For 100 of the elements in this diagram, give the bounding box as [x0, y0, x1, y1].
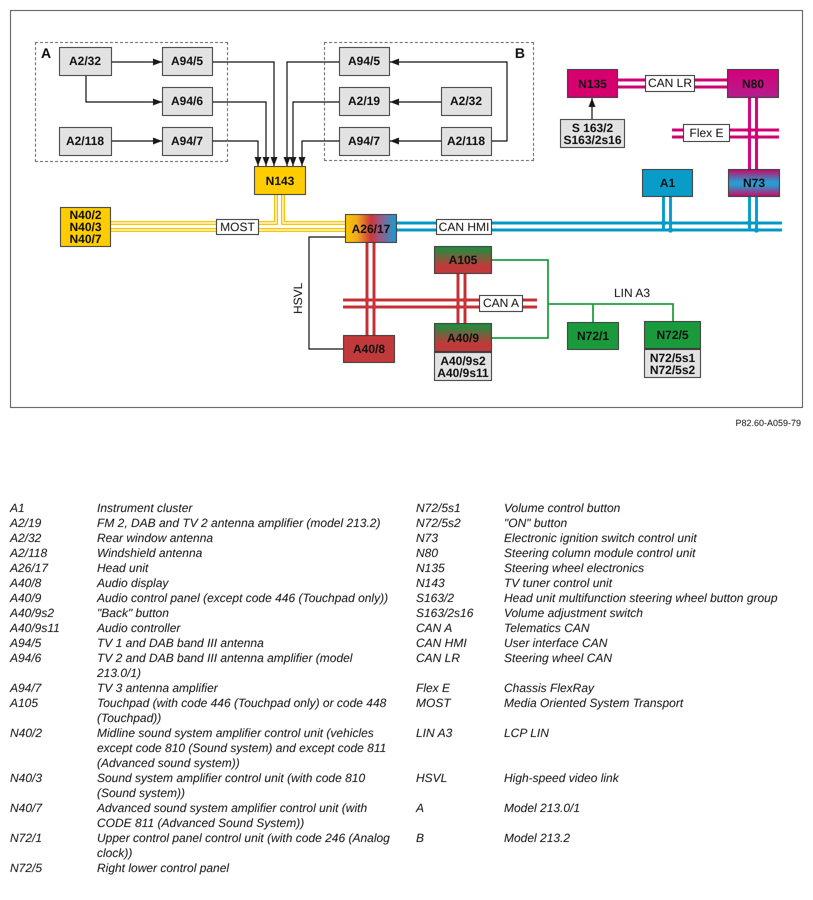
- designation-text: A105: [10, 696, 40, 712]
- component-box: [162, 46, 212, 76]
- component-code: A40/9: [446, 332, 480, 344]
- component-box: [60, 207, 111, 247]
- designation-text: N72/1: [10, 831, 97, 861]
- description-text: Telematics CAN: [504, 621, 591, 636]
- component-box: [58, 46, 112, 76]
- bus-line: [281, 195, 345, 225]
- component-box: [162, 126, 212, 156]
- bus-label: LIN A3: [612, 287, 652, 301]
- arrow: [390, 58, 508, 142]
- component-code: A94/7: [348, 135, 380, 147]
- designation-text: A94/5: [10, 636, 42, 651]
- bus-line: [397, 222, 782, 232]
- component-code: N72/1: [576, 330, 610, 342]
- component-box: [343, 335, 395, 363]
- designation-text: N40/3: [10, 771, 97, 801]
- component-box: [644, 321, 701, 349]
- connector-line: [548, 303, 593, 305]
- designation-text: CAN A: [416, 621, 454, 636]
- group-frame: [324, 42, 534, 161]
- bus-line: [748, 197, 758, 229]
- component-code: A105: [448, 254, 478, 266]
- component-code: A2/19: [348, 95, 380, 107]
- description-text: Model 213.2: [504, 831, 572, 847]
- component-code: A94/5: [170, 55, 204, 67]
- description-text: Head unit: [97, 561, 416, 576]
- description-text: Model 213.0/1: [504, 801, 582, 817]
- description-text: TV 2 and DAB band III antenna amplifier (model 213.0/1): [97, 651, 354, 681]
- designation-text: A2/19: [10, 516, 97, 531]
- component-box: [162, 86, 212, 116]
- designation-text: CAN LR: [416, 651, 504, 681]
- component-code: A94/5: [348, 55, 380, 67]
- designation-text: N72/5s1: [416, 501, 462, 516]
- description-text: Volume control button: [504, 501, 622, 516]
- component-code: A1: [660, 177, 676, 189]
- bus-label: CAN A: [479, 295, 523, 312]
- description-text: Upper control panel control unit (with code 246 (Analog clock)): [97, 831, 416, 861]
- designation-text: A26/17: [10, 561, 97, 576]
- designation-text: N72/5: [10, 861, 97, 876]
- designation-text: HSVL: [416, 771, 504, 801]
- designation-text: A40/9s11: [10, 621, 97, 636]
- group-letter: A: [41, 46, 52, 60]
- component-code: A40/9s2: [440, 354, 486, 366]
- description-text: "ON" button: [504, 516, 568, 531]
- description-text: Right lower control panel: [97, 861, 230, 876]
- designation-text: Flex E: [416, 681, 452, 696]
- designation-text: MOST: [416, 696, 504, 726]
- component-box: [567, 69, 618, 98]
- description-text: FM 2, DAB and TV 2 antenna amplifier (model 213.2): [97, 516, 416, 531]
- description-text: TV 3 antenna amplifier: [97, 681, 416, 696]
- description-text: Windshield antenna: [97, 546, 416, 561]
- component-box: [728, 169, 780, 197]
- arrow: [290, 101, 339, 166]
- component-code: A40/8: [352, 343, 386, 355]
- component-code: A40/9s11: [437, 366, 489, 378]
- component-box: [58, 126, 112, 156]
- designation-text: A40/9s2: [10, 606, 56, 621]
- description-text: Touchpad (with code 446 (Touchpad only) or code 448 (Touchpad)): [97, 696, 416, 726]
- designation-text: A: [416, 801, 504, 831]
- description-text: TV tuner control unit: [504, 576, 614, 591]
- component-box: [254, 166, 306, 195]
- designation-text: A94/7: [10, 681, 43, 696]
- group-letter: B: [514, 46, 525, 60]
- arrow: [390, 138, 441, 144]
- description-text: Audio controller: [97, 621, 182, 636]
- description-text: Volume adjustment switch: [504, 606, 644, 621]
- bus-label: HSVL: [292, 281, 306, 316]
- component-code: N40/2: [69, 209, 102, 221]
- component-code: N73: [742, 177, 765, 189]
- description-text: Chassis FlexRay: [504, 681, 596, 696]
- designation-text: N40/7: [10, 801, 97, 831]
- connector-line: [592, 304, 594, 322]
- designation-text: A40/8: [10, 576, 97, 591]
- description-text: Audio control panel (except code 446 (Touchpad only)): [97, 591, 416, 606]
- component-code: N143: [266, 174, 294, 186]
- designation-text: A2/118: [10, 546, 48, 561]
- component-code: N72/5: [656, 329, 689, 341]
- component-code: A94/6: [170, 95, 204, 107]
- designation-text: N72/5s2: [416, 516, 462, 531]
- designation-text: S163/2s16: [416, 606, 474, 621]
- component-box: [434, 352, 492, 381]
- description-text: Midline sound system amplifier control unit (vehicles except code 810 (Sound system) and except code 811 (Advanced sound system)): [97, 726, 416, 771]
- bus-label: Flex E: [683, 124, 730, 142]
- component-code: N40/7: [69, 233, 102, 245]
- arrow: [390, 98, 441, 106]
- designation-text: LIN A3: [416, 726, 504, 771]
- designation-text: A1: [10, 501, 26, 516]
- description-text: LCP LIN: [504, 726, 550, 742]
- component-code: A94/7: [170, 135, 204, 147]
- description-text: Steering wheel CAN: [504, 651, 614, 667]
- component-code: A2/32: [68, 55, 102, 67]
- arrow: [213, 140, 262, 166]
- description-text: Audio display: [97, 576, 416, 591]
- component-box: [338, 126, 390, 156]
- component-code: N80: [742, 78, 764, 90]
- component-box: [560, 119, 625, 148]
- arrow: [284, 61, 339, 166]
- component-box: [440, 86, 492, 116]
- description-text: Instrument cluster: [97, 501, 416, 516]
